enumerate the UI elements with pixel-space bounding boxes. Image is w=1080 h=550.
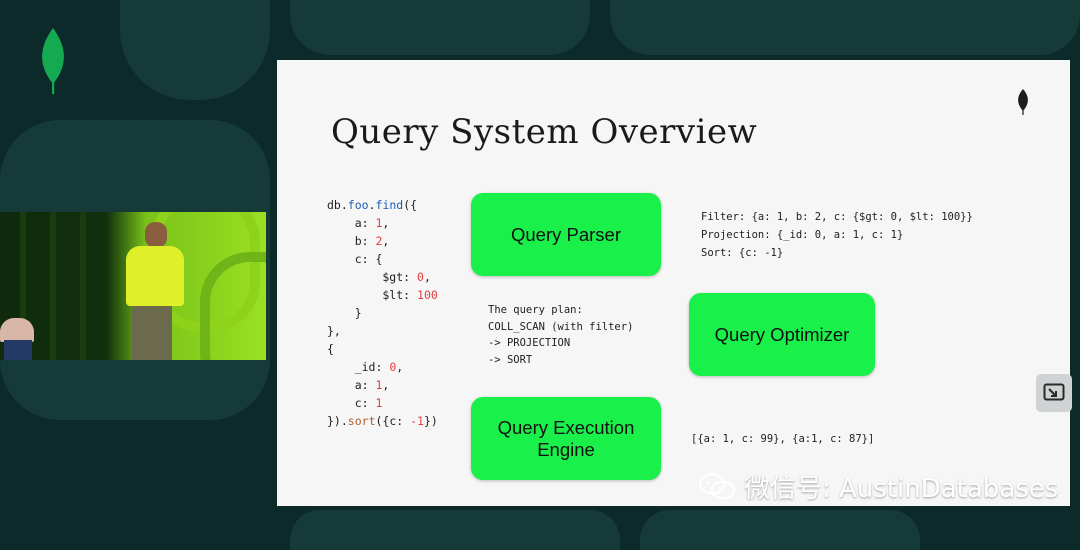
query-plan-text: The query plan: COLL_SCAN (with filter) … [488,302,633,368]
code-token: ({ [403,198,418,212]
picture-in-picture-icon [1043,383,1065,401]
hat-prop [0,318,34,342]
code-token: b: [327,234,376,248]
code-token: { [327,342,334,356]
code-token: , [382,378,390,392]
query-execution-engine-box: Query Execution Engine [471,397,661,480]
code-token: , [423,270,431,284]
slide-title: Query System Overview [331,112,758,152]
query-optimizer-label: Query Optimizer [714,323,850,345]
parsed-query-output: Filter: {a: 1, b: 2, c: {$gt: 0, $lt: 10… [701,208,973,262]
wechat-watermark: 微信号: AustinDatabases [698,468,1058,505]
code-token: foo [347,198,369,212]
code-token: , [382,216,390,230]
code-token: sort [347,414,376,428]
code-token: . [340,414,348,428]
query-result-output: [{a: 1, c: 99}, {a:1, c: 87}] [691,433,875,445]
parsed-filter: Filter: {a: 1, b: 2, c: {$gt: 0, $lt: 10… [701,211,973,223]
plan-step: -> PROJECTION [488,337,571,349]
code-token: -1 [410,414,424,428]
code-token: 100 [417,288,438,302]
background-shape [610,0,1080,55]
picture-in-picture-button[interactable] [1036,374,1072,412]
code-token: 1 [375,396,383,410]
code-token: $lt: [327,288,418,302]
plan-heading: The query plan: [488,304,583,316]
query-parser-box: Query Parser [471,193,661,276]
query-code-block: db.foo.find({ a: 1, b: 2, c: { $gt: 0, $… [327,196,438,430]
code-token: }) [327,414,341,428]
code-token: 1 [375,378,383,392]
speaker-video [0,212,266,360]
code-token: a: [327,216,376,230]
code-token: . [340,198,348,212]
wechat-icon [699,473,735,499]
parsed-sort: Sort: {c: -1} [701,247,784,259]
background-shape [290,0,590,55]
code-token: 0 [389,360,397,374]
background-shape [290,510,620,550]
query-execution-engine-label: Engine [537,438,595,460]
code-token: , [382,234,390,248]
query-parser-label: Query Parser [510,223,621,245]
code-token: a: [327,378,376,392]
code-token: db [327,198,341,212]
code-token: 1 [375,216,383,230]
code-token: . [368,198,376,212]
code-token: } [327,306,362,320]
code-token: }) [423,414,438,428]
background-shape [120,0,270,100]
code-token: find [375,198,404,212]
code-token: c: { [327,252,383,266]
plan-step: COLL_SCAN (with filter) [488,320,634,333]
code-token: 2 [375,234,383,248]
stand-prop [4,340,32,360]
code-token: 0 [417,270,424,284]
code-token: $gt: [327,270,418,284]
query-optimizer-box: Query Optimizer [689,293,875,376]
code-token: _id: [327,360,390,374]
code-token: c: [327,396,376,410]
query-execution-engine-label: Query Execution [497,416,635,438]
code-token: }, [327,324,341,338]
parsed-projection: Projection: {_id: 0, a: 1, c: 1} [701,229,904,241]
presentation-slide: Query System Overview db.foo.find({ a: 1… [277,60,1070,506]
watermark-text: 微信号: AustinDatabases [744,474,1059,504]
code-token: ({c: [375,414,411,428]
code-token: , [396,360,404,374]
background-shape [640,510,920,550]
mongodb-leaf-icon [1018,89,1028,115]
plan-step: -> SORT [488,353,533,366]
mongodb-leaf-icon [42,28,64,94]
